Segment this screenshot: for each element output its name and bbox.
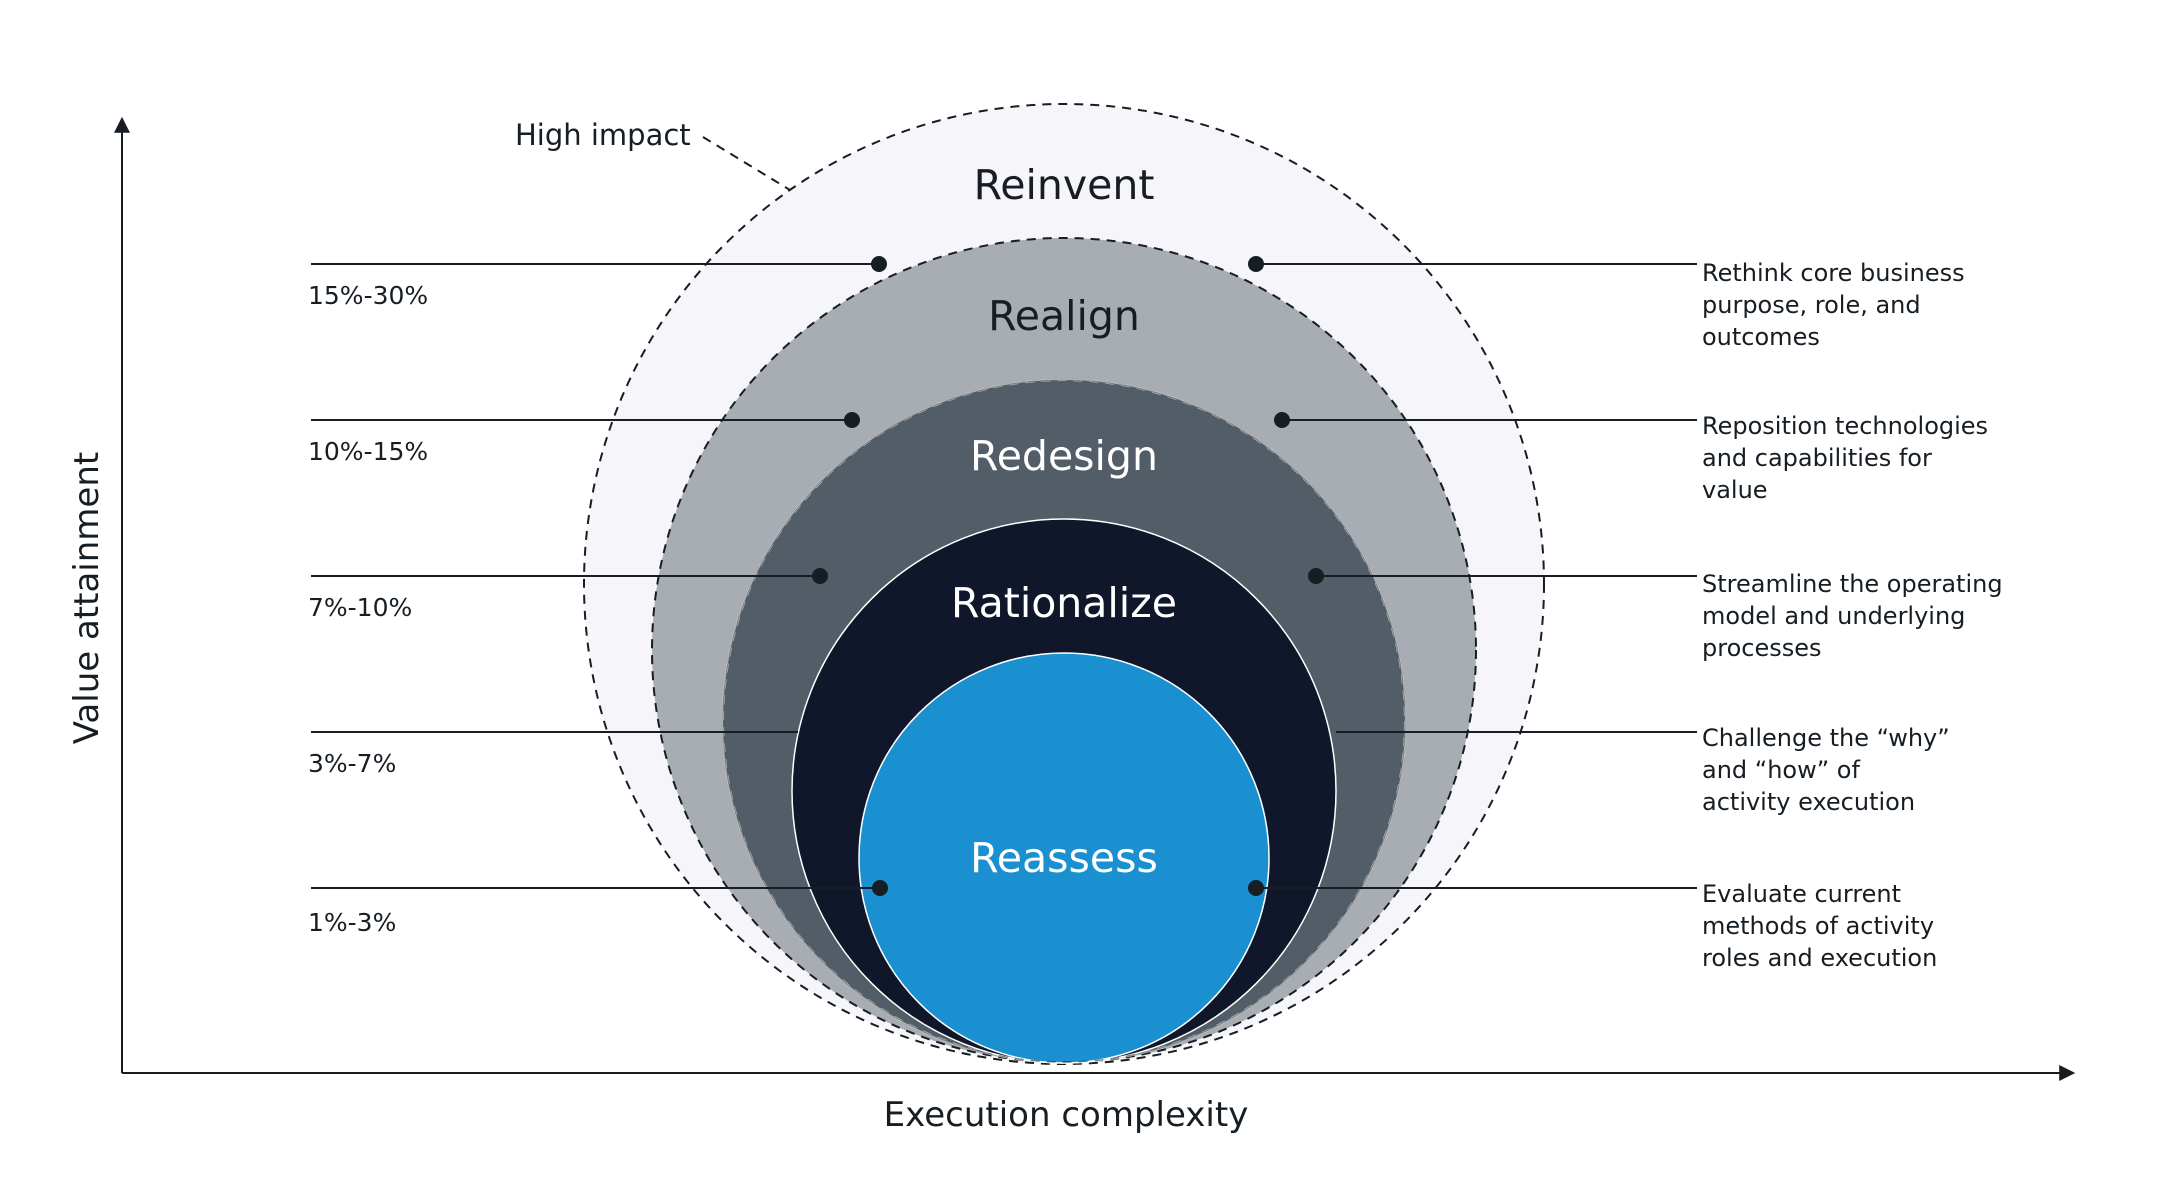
desc-realign: Reposition technologies and capabilities… <box>1702 412 1996 504</box>
desc-redesign-line-3: processes <box>1702 634 1822 662</box>
descriptions: Rethink core business purpose, role, and… <box>1702 259 2010 972</box>
desc-redesign-line-1: Streamline the operating <box>1702 570 2003 598</box>
desc-rationalize: Challenge the “why” and “how” of activit… <box>1702 724 1957 816</box>
desc-reassess-line-1: Evaluate current <box>1702 880 1901 908</box>
right-dot-reinvent <box>1248 256 1264 272</box>
range-reassess: 1%-3% <box>308 908 396 937</box>
desc-rationalize-line-1: Challenge the “why” <box>1702 724 1950 752</box>
desc-reinvent-line-1: Rethink core business <box>1702 259 1965 287</box>
desc-rationalize-line-3: activity execution <box>1702 788 1915 816</box>
high-impact-annotation: High impact <box>515 118 691 152</box>
desc-reinvent-line-2: purpose, role, and <box>1702 291 1921 319</box>
circle-reassess <box>858 652 1270 1064</box>
range-reinvent: 15%-30% <box>308 281 428 310</box>
desc-reassess: Evaluate current methods of activity rol… <box>1702 880 1942 972</box>
desc-realign-line-3: value <box>1702 476 1768 504</box>
desc-reassess-line-2: methods of activity <box>1702 912 1934 940</box>
desc-redesign-line-2: model and underlying <box>1702 602 1965 630</box>
label-rationalize: Rationalize <box>951 579 1177 627</box>
desc-realign-line-2: and capabilities for <box>1702 444 1932 472</box>
desc-reinvent: Rethink core business purpose, role, and… <box>1702 259 1972 351</box>
right-dot-redesign <box>1308 568 1324 584</box>
range-realign: 10%-15% <box>308 437 428 466</box>
range-rationalize: 3%-7% <box>308 749 396 778</box>
right-dot-realign <box>1274 412 1290 428</box>
label-realign: Realign <box>988 292 1140 340</box>
desc-rationalize-line-2: and “how” of <box>1702 756 1860 784</box>
high-impact-leader <box>702 136 791 191</box>
range-redesign: 7%-10% <box>308 593 412 622</box>
left-dot-reinvent <box>871 256 887 272</box>
desc-reinvent-line-3: outcomes <box>1702 323 1820 351</box>
circle-redesign-outline <box>722 379 1406 1063</box>
left-dot-reassess <box>872 880 888 896</box>
left-dot-redesign <box>812 568 828 584</box>
desc-realign-line-1: Reposition technologies <box>1702 412 1988 440</box>
left-dot-realign <box>844 412 860 428</box>
y-axis-title: Value attainment <box>67 452 107 744</box>
desc-reassess-line-3: roles and execution <box>1702 944 1937 972</box>
right-dot-reassess <box>1248 880 1264 896</box>
label-reinvent: Reinvent <box>974 161 1155 209</box>
label-redesign: Redesign <box>970 432 1158 480</box>
x-axis-title: Execution complexity <box>884 1095 1249 1135</box>
label-reassess: Reassess <box>970 834 1158 882</box>
desc-redesign: Streamline the operating model and under… <box>1702 570 2010 662</box>
right-leaders <box>1248 256 1697 896</box>
left-leaders: 15%-30% 10%-15% 7%-10% 3%-7% 1%-3% <box>308 256 888 937</box>
